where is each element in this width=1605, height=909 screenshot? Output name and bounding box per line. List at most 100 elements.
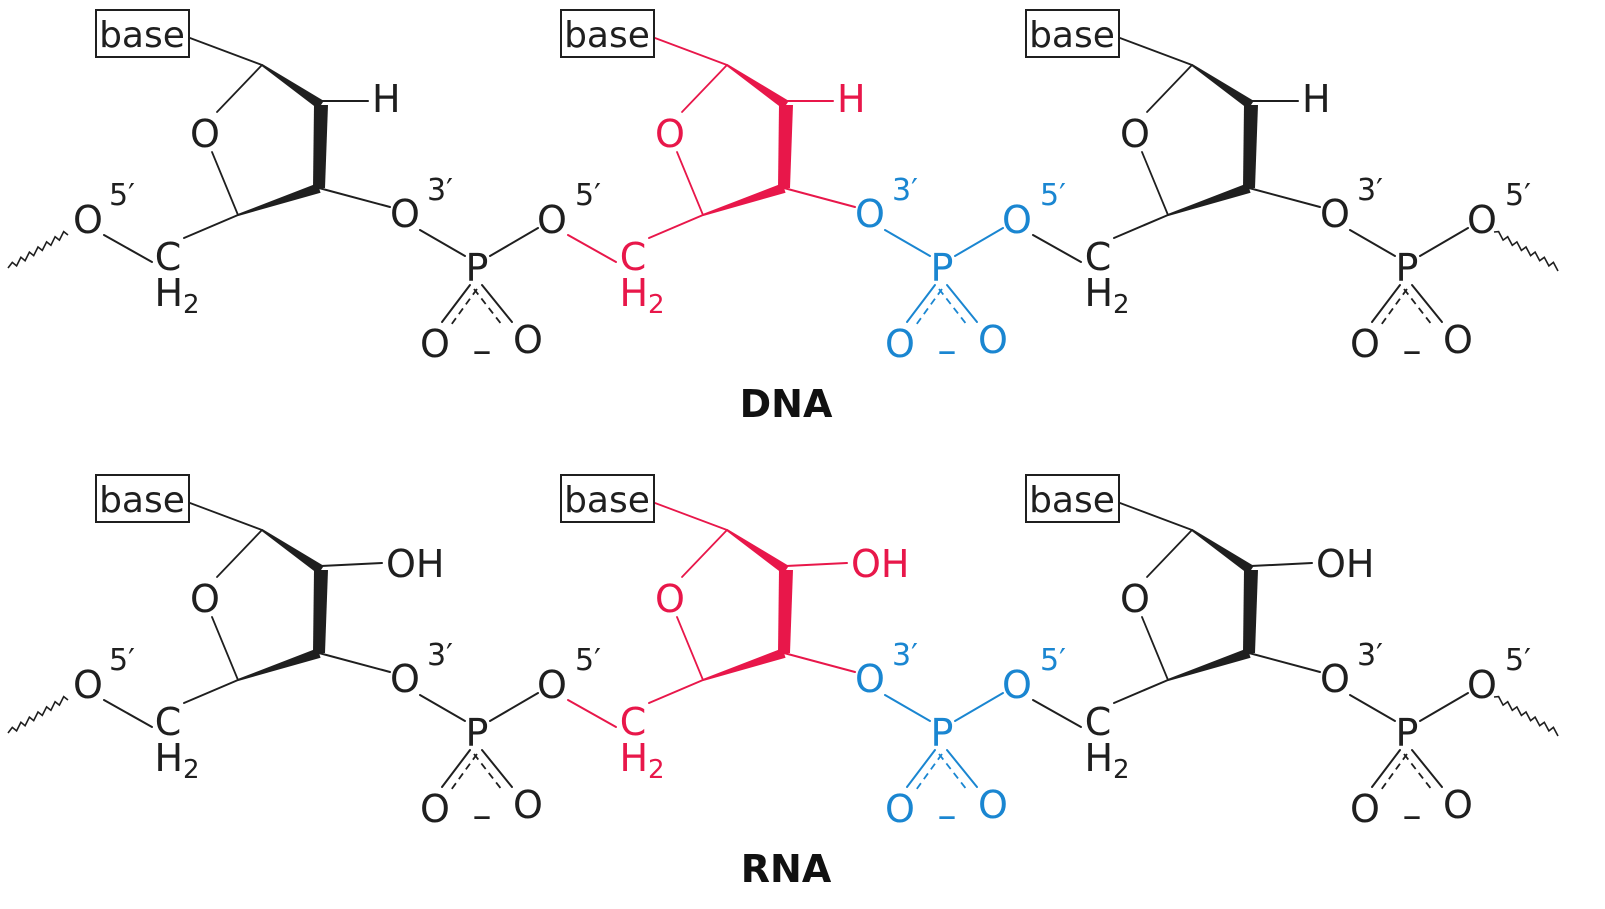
nucleotide-2-bond-o4-c1 — [681, 64, 728, 113]
nucleotide-1-phosphate-charge: – — [473, 328, 492, 372]
nucleotide-1-three-prime-oxygen: O — [390, 657, 420, 701]
nucleotide-2-bond-c2-c3-bold — [778, 570, 793, 653]
nucleotide-3-bond-c1-base — [1119, 37, 1193, 66]
nucleotide-1-bond-p-o-left — [441, 749, 471, 788]
nucleotide-3-bond-p-o5 — [1419, 227, 1469, 257]
nucleotide-3-bond-o4-c1 — [1146, 529, 1193, 578]
chain-continuation-right — [1493, 230, 1559, 272]
nucleotide-3-three-prime-label: 3′ — [1357, 638, 1383, 673]
nucleotide-2-base-box — [560, 9, 655, 58]
nucleotide-2-bond-c1-base — [654, 37, 728, 66]
nucleotide-3-bond-p-o5 — [1419, 692, 1469, 722]
nucleotide-3-bond-p-o-right — [1411, 749, 1443, 788]
nucleotide-3-two-prime-h: H — [1302, 77, 1331, 121]
nucleotide-3-bond-c2-c3-bold — [1243, 105, 1258, 188]
chain-continuation-left — [7, 695, 69, 734]
nucleotide-2-three-prime-label: 3′ — [892, 638, 918, 673]
nucleotide-3-bond-o4-c1 — [1146, 64, 1193, 113]
nucleotide-2-phosphate-oxygen-left: O — [885, 322, 915, 366]
nucleotide-3-phosphate-charge: – — [1403, 793, 1422, 837]
nucleotide-2-phosphorus: P — [931, 246, 954, 290]
nucleotide-3-bond-c4-c3-wedge — [1167, 648, 1251, 681]
nucleotide-1-next-five-prime-oxygen: O — [537, 198, 567, 242]
nucleotide-2-bond-o5-next-c5 — [1032, 699, 1082, 728]
chain-continuation-left — [7, 230, 69, 269]
nucleotide-3-phosphate-oxygen-right: O — [1443, 783, 1473, 827]
nucleotide-1-phosphate-oxygen-right: O — [513, 783, 543, 827]
nucleotide-1-bond-o5-next-c5 — [567, 234, 617, 263]
nucleotide-1-bond-c1-base — [189, 37, 263, 66]
dna-label: DNA — [740, 382, 833, 426]
nucleotide-2-bond-c4-c3-wedge — [702, 648, 786, 681]
nucleotide-1-three-prime-oxygen: O — [390, 192, 420, 236]
nucleotide-1-bond-c4-c3-wedge — [237, 648, 321, 681]
nucleotide-2-bond-c3-o3 — [783, 187, 856, 208]
nucleotide-2-bond-p-o-right — [946, 284, 978, 323]
nucleotide-1-bond-c4-o4 — [211, 151, 239, 216]
nucleotide-1-bond-c3-o3 — [318, 187, 391, 208]
nucleotide-2-bond-p-o-right-partial — [938, 288, 968, 326]
five-prime-oxygen-0: O — [73, 663, 103, 707]
nucleotide-2-bond-c2-c3-bold — [778, 105, 793, 188]
bond-o5-c5-0 — [103, 699, 153, 728]
nucleotide-3-next-five-prime-oxygen: O — [1467, 198, 1497, 242]
nucleotide-3-bond-c5-c4 — [1113, 214, 1169, 239]
nucleotide-2-two-prime-h: H — [837, 77, 866, 121]
nucleotide-3-bond-p-o-left-partial — [1380, 753, 1408, 791]
nucleotide-3-bond-c4-o4 — [1141, 616, 1169, 681]
nucleotide-1-ring-oxygen: O — [190, 112, 220, 156]
nucleotide-3-three-prime-label: 3′ — [1357, 173, 1383, 208]
nucleotide-3-base-label: base — [1029, 15, 1115, 56]
nucleotide-1-bond-p-o-left-partial — [450, 288, 478, 326]
nucleotide-2-phosphate-charge: – — [938, 328, 957, 372]
nucleotide-3-base-label: base — [1029, 480, 1115, 521]
nucleotide-3-c5-carbon: C — [1085, 700, 1112, 744]
nucleotide-2-bond-p-o-right-partial — [938, 753, 968, 791]
nucleotide-1-three-prime-label: 3′ — [427, 638, 453, 673]
nucleotide-1-bond-c1-c2-wedge — [261, 64, 324, 110]
nucleotide-3-three-prime-oxygen: O — [1320, 192, 1350, 236]
nucleotide-2-c5-carbon: C — [620, 235, 647, 279]
nucleotide-1-bond-o4-c1 — [216, 529, 263, 578]
nucleotide-3-bond-p-o-right — [1411, 284, 1443, 323]
nucleotide-1-bond-p-o-left — [441, 284, 471, 323]
nucleotide-2-bond-c4-c3-wedge — [702, 183, 786, 216]
five-prime-label-0: 5′ — [109, 178, 135, 213]
nucleotide-1-next-five-prime-oxygen: O — [537, 663, 567, 707]
nucleotide-1-two-prime-h: H — [372, 77, 401, 121]
nucleotide-3-ring-oxygen: O — [1120, 577, 1150, 621]
nucleotide-1-bond-p-o-left-partial — [450, 753, 478, 791]
nucleotide-3-base-box — [1025, 9, 1120, 58]
nucleotide-1-c5-carbon: C — [155, 235, 182, 279]
nucleotide-2-bond-p-o-left-partial — [915, 753, 943, 791]
nucleotide-2-bond-p-o-left — [906, 284, 936, 323]
nucleotide-3-phosphate-charge: – — [1403, 328, 1422, 372]
nucleotide-3-bond-c4-c3-wedge — [1167, 183, 1251, 216]
nucleotide-3-phosphorus: P — [1396, 711, 1419, 755]
nucleotide-2-three-prime-oxygen: O — [855, 192, 885, 236]
nucleotide-1-phosphate-oxygen-right: O — [513, 318, 543, 362]
nucleotide-3-three-prime-oxygen: O — [1320, 657, 1350, 701]
nucleotide-1-bond-c2-c3-bold — [313, 105, 328, 188]
nucleotide-3-bond-c2-c3-bold — [1243, 570, 1258, 653]
nucleotide-2-phosphorus: P — [931, 711, 954, 755]
nucleotide-2-ring-oxygen: O — [655, 112, 685, 156]
bond-o5-c5-0 — [103, 234, 153, 263]
nucleotide-2-phosphate-oxygen-right: O — [978, 318, 1008, 362]
nucleotide-1-c5-h2: H2 — [154, 736, 199, 785]
nucleotide-2-bond-c1-base — [654, 502, 728, 531]
nucleotide-1-bond-c4-o4 — [211, 616, 239, 681]
nucleotide-1-c5-carbon: C — [155, 700, 182, 744]
nucleotide-2-bond-p-o-left — [906, 749, 936, 788]
nucleotide-3-base-box — [1025, 474, 1120, 523]
nucleotide-3-phosphate-oxygen-left: O — [1350, 787, 1380, 831]
nucleotide-3-bond-c4-o4 — [1141, 151, 1169, 216]
nucleotide-2-bond-p-o5 — [954, 227, 1004, 257]
nucleotide-3-bond-o3-p — [1349, 229, 1396, 257]
nucleotide-2-c5-h2: H2 — [619, 271, 664, 320]
nucleotide-3-c5-h2: H2 — [1084, 736, 1129, 785]
nucleotide-1-phosphorus: P — [466, 711, 489, 755]
nucleotide-2-next-five-prime-label: 5′ — [1040, 178, 1066, 213]
